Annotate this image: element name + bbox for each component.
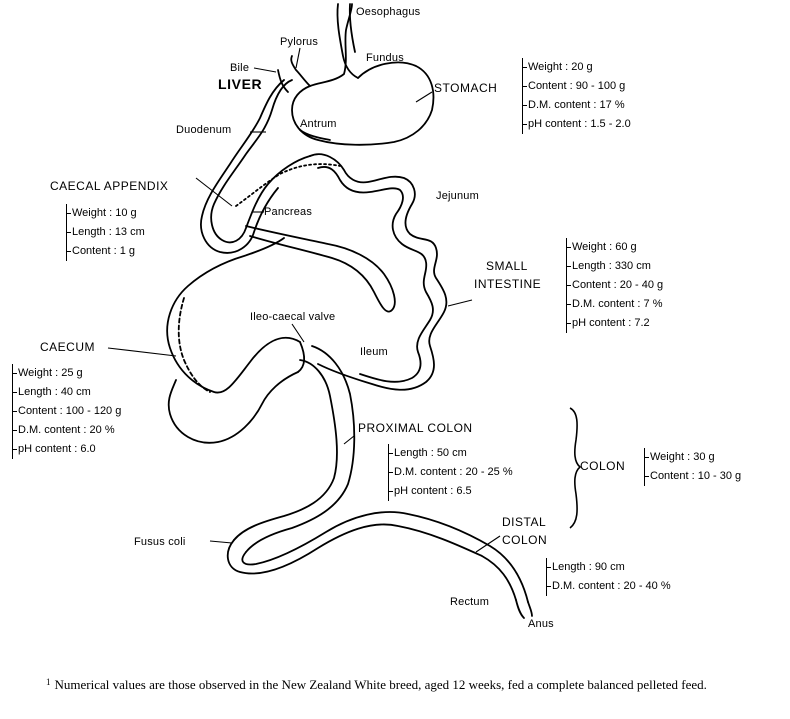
leader-pylorus	[295, 47, 301, 69]
stats-colon: Weight : 30 g Content : 10 - 30 g	[644, 448, 741, 486]
distal-colon-shape	[226, 523, 517, 601]
proximal-colon-shape	[233, 359, 338, 541]
label-ileum: Ileum	[360, 346, 388, 358]
label-rectum: Rectum	[450, 596, 490, 608]
stat-row: Weight : 25 g	[13, 364, 121, 383]
stat-row: Weight : 10 g	[67, 204, 145, 223]
stat-row: pH content : 1.5 - 2.0	[523, 115, 631, 134]
duodenum-shape	[210, 79, 311, 244]
stats-caecum: Weight : 25 g Length : 40 cm Content : 1…	[12, 364, 121, 459]
stat-row: Length : 13 cm	[67, 223, 145, 242]
stat-row: Length : 330 cm	[567, 257, 663, 276]
label-caecum: CAECUM	[40, 340, 96, 354]
label-pancreas: Pancreas	[264, 206, 313, 218]
label-stomach: STOMACH	[434, 81, 498, 95]
leader-proximal-colon	[343, 435, 355, 445]
leader-bile	[253, 67, 277, 73]
stat-row: Content : 1 g	[67, 242, 145, 261]
label-oesophagus: Oesophagus	[356, 6, 421, 18]
stat-row: pH content : 6.0	[13, 440, 121, 459]
stat-row: Weight : 30 g	[645, 448, 741, 467]
label-fundus: Fundus	[366, 52, 404, 64]
jejunum-shape	[309, 153, 448, 391]
label-distal-colon-2: COLON	[502, 533, 548, 547]
stat-row: pH content : 7.2	[567, 314, 663, 333]
stat-row: D.M. content : 20 - 40 %	[547, 577, 671, 596]
stats-proximal-colon: Length : 50 cm D.M. content : 20 - 25 % …	[388, 444, 513, 501]
stat-row: D.M. content : 17 %	[523, 96, 631, 115]
label-proximal-colon: PROXIMAL COLON	[358, 421, 473, 435]
label-antrum: Antrum	[300, 118, 337, 130]
footnote-mark: 1	[46, 677, 51, 687]
stat-row: Length : 50 cm	[389, 444, 513, 463]
label-fusus-coli: Fusus coli	[134, 536, 186, 548]
leader-caecal-appendix	[195, 177, 233, 207]
stats-caecal-appendix: Weight : 10 g Length : 13 cm Content : 1…	[66, 204, 145, 261]
label-duodenum: Duodenum	[176, 124, 232, 136]
footnote-text: Numerical values are those observed in t…	[54, 677, 707, 692]
stat-row: D.M. content : 20 %	[13, 421, 121, 440]
caecal-appendix-shape	[245, 225, 396, 313]
leader-caecum	[107, 347, 177, 357]
stat-row: Content : 10 - 30 g	[645, 467, 741, 486]
leader-distal-colon	[475, 535, 501, 553]
stats-small-intestine: Weight : 60 g Length : 330 cm Content : …	[566, 238, 663, 333]
label-pylorus: Pylorus	[280, 36, 319, 48]
label-ileo-caecal-valve: Ileo-caecal valve	[250, 311, 336, 323]
stat-row: pH content : 6.5	[389, 482, 513, 501]
label-bile: Bile	[230, 62, 250, 74]
stat-row: Content : 100 - 120 g	[13, 402, 121, 421]
leader-stomach	[415, 91, 433, 103]
label-small-intestine-2: INTESTINE	[474, 277, 542, 291]
stat-row: Length : 40 cm	[13, 383, 121, 402]
label-caecal-appendix: CAECAL APPENDIX	[50, 179, 169, 193]
leader-ileo-caecal-valve	[291, 323, 305, 343]
label-distal-colon-1: DISTAL	[502, 515, 547, 529]
pancreas-shape	[235, 163, 341, 207]
stat-row: Length : 90 cm	[547, 558, 671, 577]
rectum-shape	[515, 599, 525, 619]
leader-small-intestine	[447, 299, 473, 307]
label-colon: COLON	[580, 459, 626, 473]
stat-row: D.M. content : 7 %	[567, 295, 663, 314]
oesophagus-shape	[336, 3, 359, 79]
stat-row: D.M. content : 20 - 25 %	[389, 463, 513, 482]
stats-stomach: Weight : 20 g Content : 90 - 100 g D.M. …	[522, 58, 631, 134]
stat-row: Weight : 20 g	[523, 58, 631, 77]
stat-row: Content : 20 - 40 g	[567, 276, 663, 295]
label-anus: Anus	[528, 618, 554, 630]
stat-row: Content : 90 - 100 g	[523, 77, 631, 96]
leader-fusus-coli	[209, 540, 233, 544]
caecum-shape	[166, 237, 301, 394]
stat-row: Weight : 60 g	[567, 238, 663, 257]
label-liver: LIVER	[218, 76, 263, 92]
label-jejunum: Jejunum	[436, 190, 479, 202]
label-small-intestine-1: SMALL	[486, 259, 528, 273]
stats-distal-colon: Length : 90 cm D.M. content : 20 - 40 %	[546, 558, 671, 596]
